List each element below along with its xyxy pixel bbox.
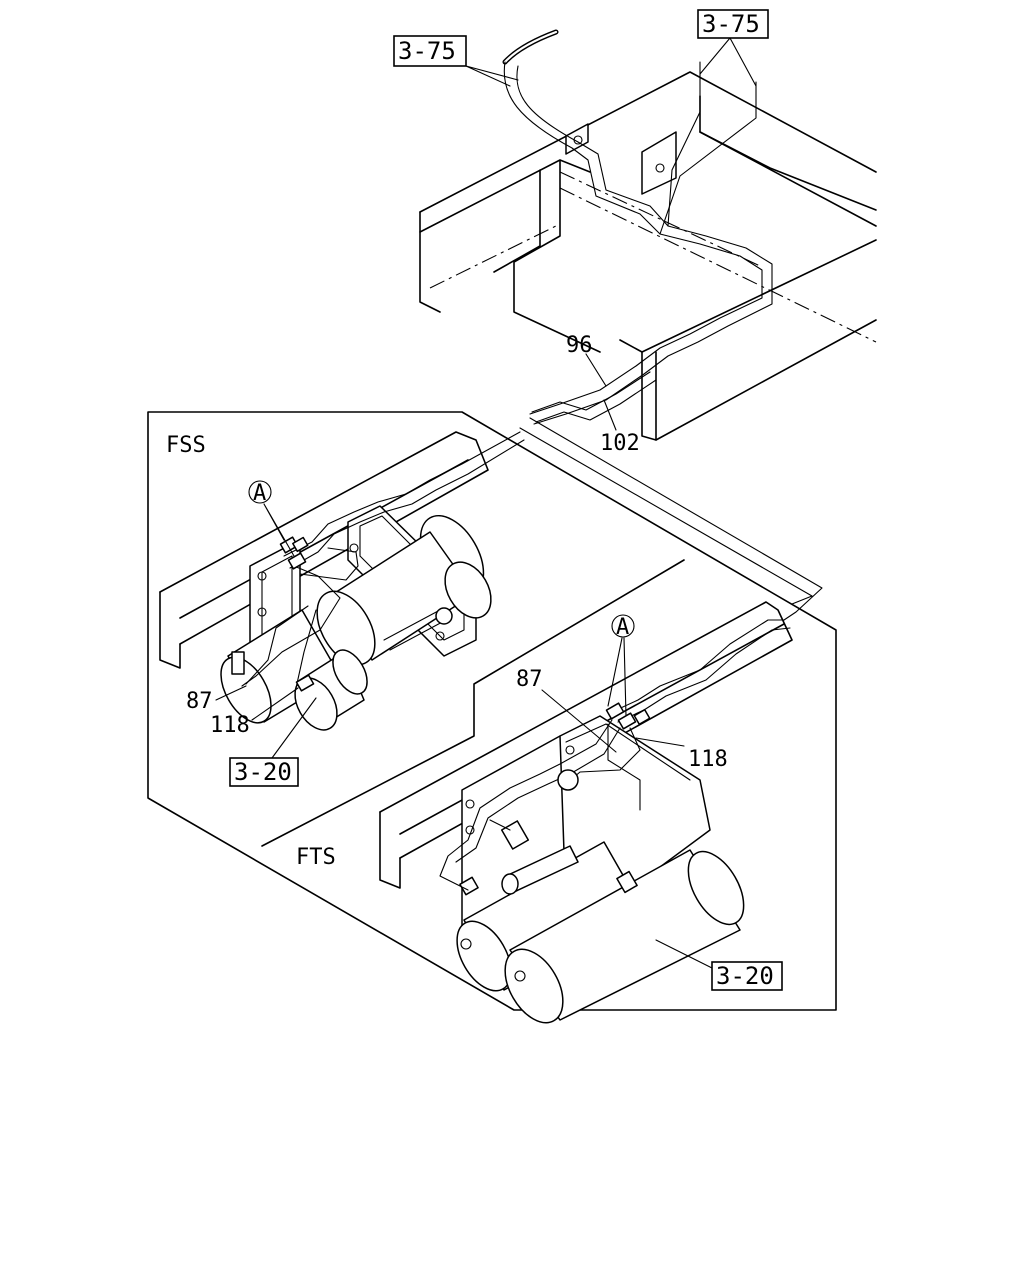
fts-leader-a <box>607 637 627 717</box>
section-label-fts: FTS <box>296 845 336 870</box>
ref-label-top-left: 3-75 <box>398 37 456 65</box>
fts-leader-3-20 <box>655 939 713 969</box>
fss-circle-a-label: A <box>253 481 266 506</box>
fts-ref-box <box>711 961 783 991</box>
leader-96 <box>585 353 607 387</box>
fss-ref-label: 3-20 <box>234 758 292 786</box>
ref-box-top-left <box>393 35 467 67</box>
fts-assembly <box>379 601 793 1024</box>
fss-leader-118 <box>251 687 299 721</box>
fss-part-87: 87 <box>186 689 213 714</box>
leader-top-right <box>699 37 757 87</box>
fts-leader-87 <box>541 689 617 753</box>
leader-102 <box>603 399 617 431</box>
fts-part-87: 87 <box>516 667 543 692</box>
pipe-to-fts <box>519 417 823 621</box>
section-label-fss: FSS <box>166 433 206 458</box>
fss-circle-a <box>248 480 272 504</box>
fss-assembly <box>159 431 525 731</box>
part-number-96: 96 <box>566 333 593 358</box>
fss-leader-3-20 <box>271 697 317 759</box>
fts-circle-a <box>611 614 635 638</box>
part-number-102: 102 <box>600 431 640 456</box>
fts-circle-a-label: A <box>616 615 629 640</box>
fts-ref-label: 3-20 <box>716 962 774 990</box>
fss-part-118: 118 <box>210 713 250 738</box>
ref-label-top-right: 3-75 <box>702 10 760 38</box>
ref-box-top-right <box>697 9 769 39</box>
fts-part-118: 118 <box>688 747 728 772</box>
fss-leader-87 <box>215 685 247 701</box>
fss-leader-a <box>263 503 295 557</box>
upper-brake-pipes <box>502 29 773 425</box>
inset-frame <box>147 411 837 1011</box>
leader-top-left <box>465 65 519 87</box>
fts-leader-118 <box>635 737 685 747</box>
inset-divider <box>261 559 685 847</box>
fss-ref-box <box>229 757 299 787</box>
